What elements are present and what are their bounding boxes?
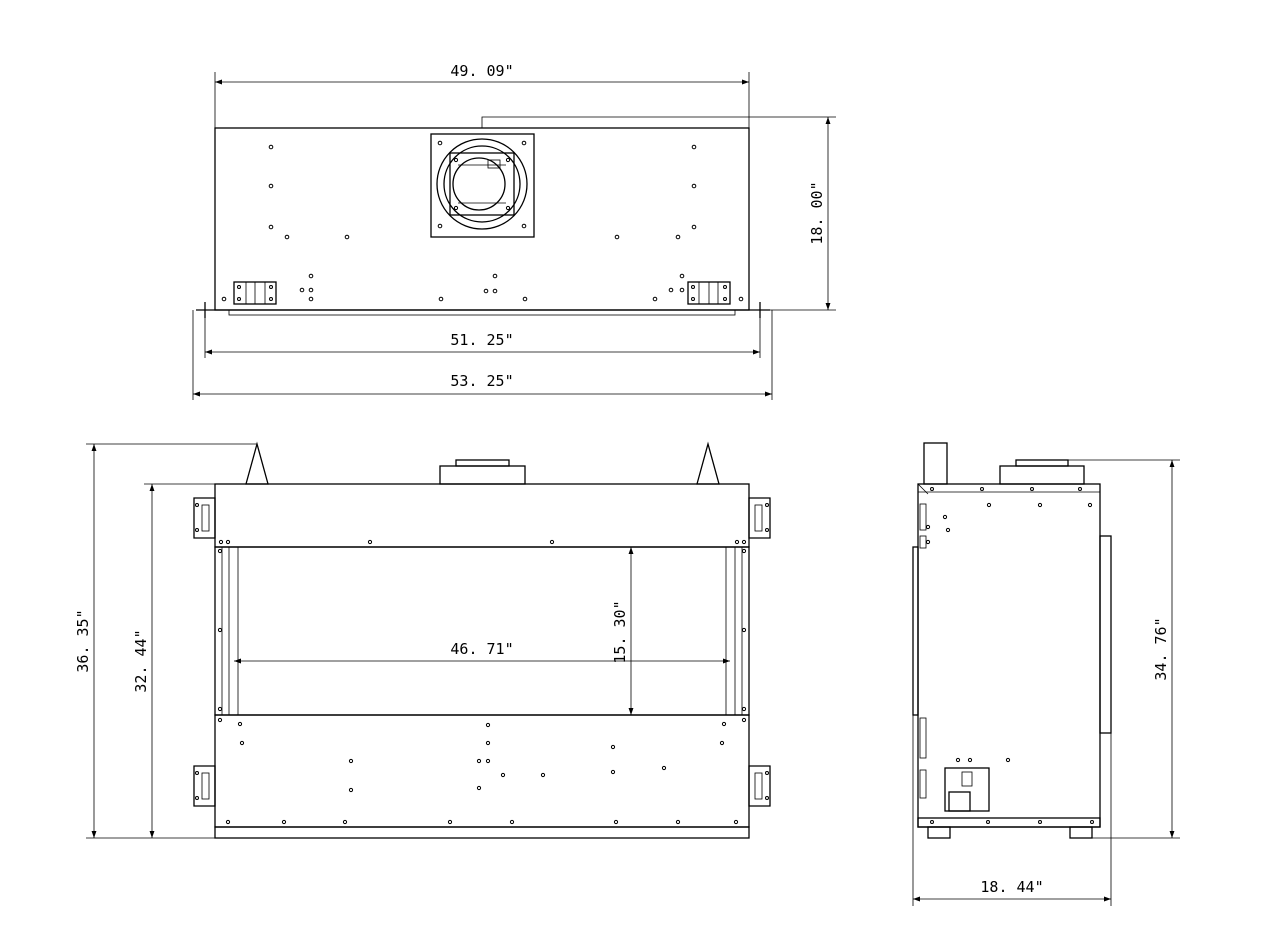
front-opening	[214, 546, 750, 716]
top-right-bracket	[687, 281, 731, 305]
front-top-band	[214, 483, 750, 548]
side-vent-collar	[999, 465, 1085, 485]
top-view-body	[214, 127, 750, 311]
top-view: 49. 09" 51. 25" 53. 25" 18. 00"	[192, 62, 836, 400]
dim-front-opening-width-label: 46. 71"	[450, 640, 513, 658]
dim-side-depth-label: 18. 44"	[980, 878, 1043, 896]
dim-side-height-label: 34. 76"	[1152, 617, 1170, 680]
left-standoff	[245, 441, 269, 485]
side-view: 34. 76" 18. 44"	[912, 442, 1180, 906]
front-view: 36. 35" 32. 44" 46. 71" 15. 30"	[74, 441, 771, 839]
dim-front-opening-height-label: 15. 30"	[611, 600, 629, 663]
front-base	[214, 826, 750, 839]
top-view-lip	[228, 309, 736, 316]
front-view-holes	[217, 539, 747, 825]
dim-bottom-width-label: 53. 25"	[450, 372, 513, 390]
dim-top-width: 49. 09"	[214, 62, 750, 128]
dim-front-overall-height: 36. 35"	[74, 443, 257, 839]
side-back-panel	[1099, 535, 1112, 734]
dim-front-overall-height-label: 36. 35"	[74, 609, 92, 672]
side-foot-front	[927, 826, 951, 839]
dim-middle-width: 51. 25"	[204, 318, 761, 358]
dim-bottom-width: 53. 25"	[192, 310, 773, 400]
side-front-lip	[912, 546, 919, 716]
dim-top-width-label: 49. 09"	[450, 62, 513, 80]
top-left-bracket	[233, 281, 277, 305]
dim-side-depth: 18. 44"	[912, 715, 1112, 906]
dim-front-opening-width: 46. 71"	[234, 640, 730, 664]
vent-collar	[430, 133, 535, 238]
side-foot-back	[1069, 826, 1093, 839]
front-nailing-flanges	[193, 497, 771, 807]
front-vent-collar	[439, 465, 526, 485]
side-standoff	[923, 442, 948, 485]
dim-front-opening-height: 15. 30"	[611, 547, 634, 715]
dim-front-body-height-label: 32. 44"	[132, 629, 150, 692]
dim-side-height: 34. 76"	[1068, 459, 1180, 839]
dim-top-height: 18. 00"	[481, 116, 836, 311]
front-bottom-band	[214, 714, 750, 828]
dim-top-height-label: 18. 00"	[808, 181, 826, 244]
top-view-holes	[221, 144, 744, 302]
side-view-holes	[925, 487, 1094, 824]
right-standoff	[696, 441, 720, 485]
dim-front-body-height: 32. 44"	[132, 483, 215, 838]
side-control-box	[944, 767, 990, 812]
dim-middle-width-label: 51. 25"	[450, 331, 513, 349]
